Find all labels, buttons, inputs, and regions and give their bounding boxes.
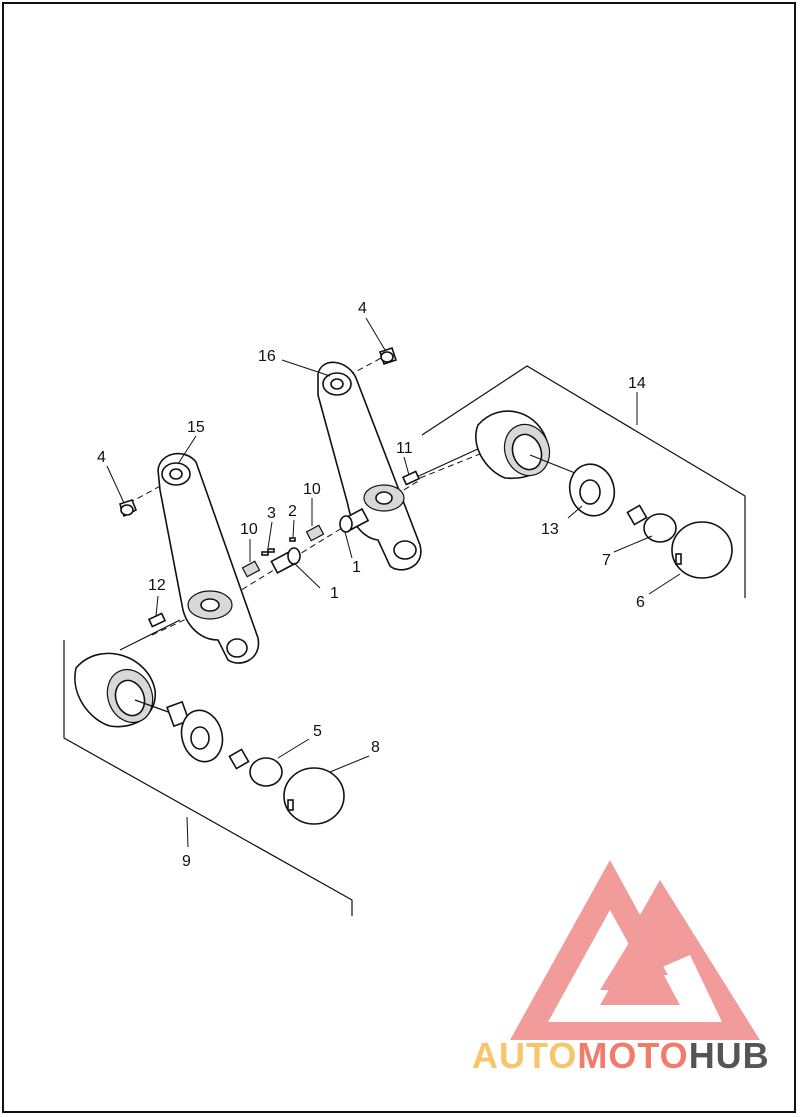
leader-line — [277, 738, 310, 759]
leader-line — [186, 816, 189, 848]
wire-harness-11 — [401, 447, 481, 486]
callout-7: 7 — [602, 552, 611, 569]
callout-8: 8 — [371, 739, 380, 756]
axis-line — [419, 449, 491, 479]
callout-1b: 1 — [352, 559, 361, 576]
leader-line — [106, 465, 125, 504]
callout-2: 2 — [288, 503, 297, 520]
terminal — [261, 551, 269, 556]
callout-1a: 1 — [330, 585, 339, 602]
bulb-left — [228, 748, 283, 787]
leader-line — [281, 359, 331, 377]
callout-11: 11 — [396, 440, 413, 457]
watermark-hub: HUB — [689, 1035, 770, 1076]
callout-14: 14 — [628, 375, 646, 392]
callout-13: 13 — [541, 521, 559, 538]
leader-line — [403, 456, 410, 476]
callout-9: 9 — [182, 853, 191, 870]
leader-line — [648, 573, 681, 595]
mount-bracket-16 — [317, 361, 422, 571]
callout-15: 15 — [187, 419, 205, 436]
lens-left — [283, 767, 345, 825]
callout-4-left: 4 — [97, 449, 106, 466]
leader-line — [344, 531, 353, 559]
wire-harness-12 — [119, 612, 181, 651]
bolt-right — [339, 507, 370, 533]
watermark-moto: MOTO — [577, 1035, 688, 1076]
bolt-left — [270, 547, 301, 574]
leader-line — [292, 519, 295, 538]
leader-line — [155, 595, 159, 617]
connector-left — [241, 560, 261, 578]
watermark-auto: AUTO — [472, 1035, 577, 1076]
connector-right — [305, 524, 325, 542]
leader-line — [177, 435, 197, 465]
callout-4-right: 4 — [358, 300, 367, 317]
callout-10-right: 10 — [303, 481, 321, 498]
leader-line — [365, 317, 386, 351]
lens-right — [671, 521, 733, 579]
watermark-logo — [510, 860, 760, 1040]
leader-line — [567, 505, 583, 519]
callout-3: 3 — [267, 505, 276, 522]
lamp-socket-right — [568, 463, 616, 517]
pin — [289, 537, 296, 542]
leader-line — [267, 521, 273, 549]
mount-bracket-15 — [157, 452, 260, 664]
axis-line — [339, 355, 386, 381]
lamp-housing-right — [475, 410, 581, 480]
callout-12: 12 — [148, 577, 166, 594]
bulb-right — [626, 504, 677, 543]
callout-10-left: 10 — [240, 521, 258, 538]
callout-6: 6 — [636, 594, 645, 611]
watermark-brand-text: AUTOMOTOHUB — [472, 1035, 770, 1076]
assembly-bracket-14 — [421, 365, 746, 598]
leader-line — [613, 535, 653, 553]
callout-5: 5 — [313, 723, 322, 740]
leader-line — [329, 755, 370, 773]
acorn-nut-right — [378, 346, 398, 366]
callout-16: 16 — [258, 348, 276, 365]
leader-line — [293, 562, 321, 589]
lamp-socket-left — [166, 700, 224, 763]
assembly-bracket-9 — [63, 640, 353, 916]
acorn-nut-left — [118, 499, 138, 518]
terminal — [267, 548, 275, 553]
lamp-housing-left — [74, 652, 186, 728]
